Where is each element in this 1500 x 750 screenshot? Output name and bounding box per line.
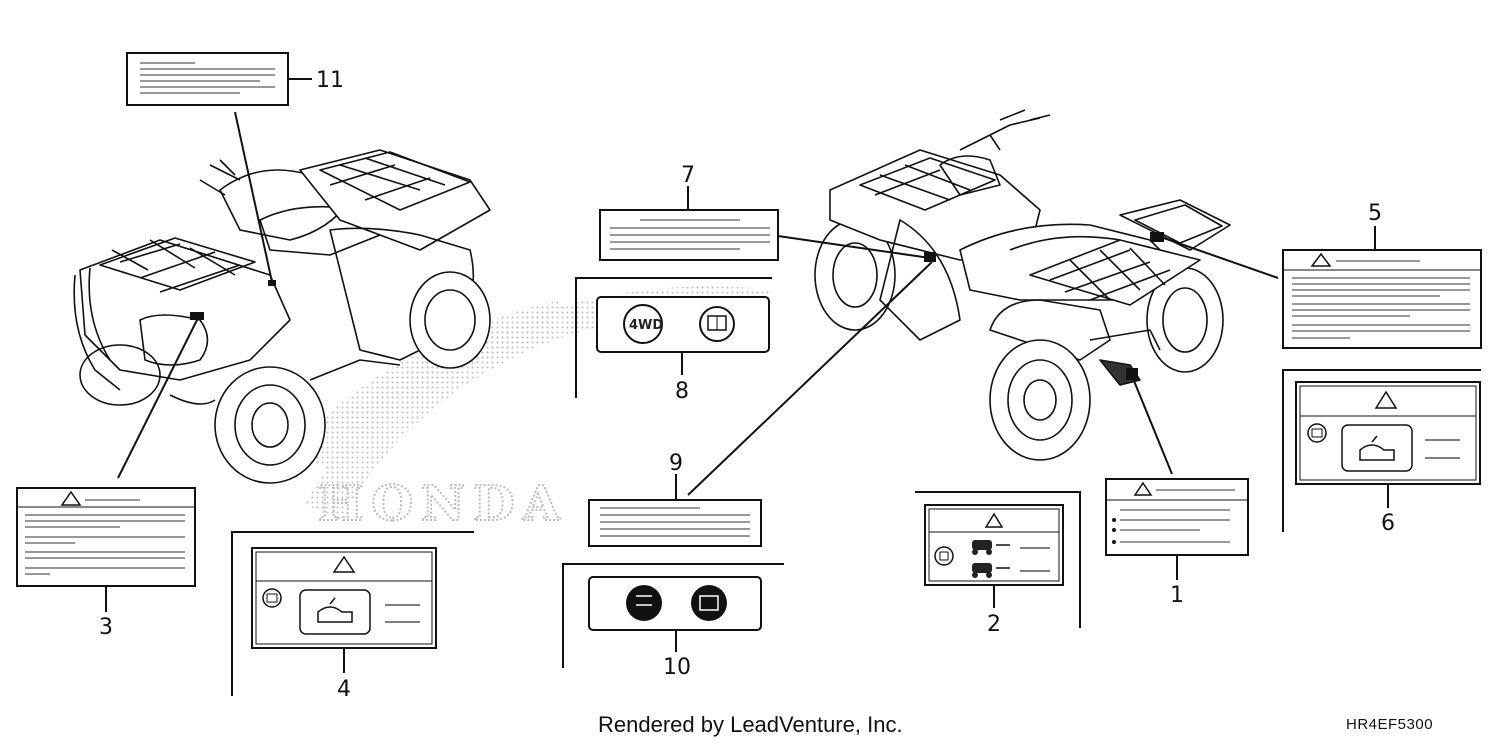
callout-9: 9 [669,451,683,476]
diagram-code: HR4EF5300 [1346,716,1433,733]
honda-watermark-text: HONDA [318,476,568,532]
callout-5: 5 [1368,201,1382,226]
decal-mark-5 [1150,232,1164,242]
callout-11: 11 [316,68,344,93]
decal-mark-11 [268,280,276,286]
callout-10: 10 [663,655,691,680]
label-10 [562,563,784,668]
label-2 [915,491,1081,628]
label-11 [126,52,312,106]
footer-credit: Rendered by LeadVenture, Inc. [598,712,903,737]
label-5 [1282,226,1482,349]
label-4 [231,531,474,696]
callout-1: 1 [1170,583,1184,608]
label-7 [599,186,779,261]
callout-4: 4 [337,677,351,702]
honda-wing-watermark [300,286,770,520]
atv-right-illustration [814,109,1231,461]
callout-3: 3 [99,615,113,640]
label-8: 4WD [575,277,772,398]
callout-2: 2 [987,612,1001,637]
decal-mark-7 [924,252,936,262]
label-1 [1105,478,1249,580]
label-9 [588,474,762,547]
decal-mark-3 [190,312,204,320]
decal-mark-1 [1126,368,1138,380]
callout-8: 8 [675,379,689,404]
label-3 [16,487,196,612]
leader-lines [117,111,1279,496]
label-8-4wd-text: 4WD [629,318,663,333]
callout-6: 6 [1381,511,1395,536]
callout-7: 7 [681,163,695,188]
label-6 [1282,369,1481,532]
atv-left-illustration [73,149,491,484]
